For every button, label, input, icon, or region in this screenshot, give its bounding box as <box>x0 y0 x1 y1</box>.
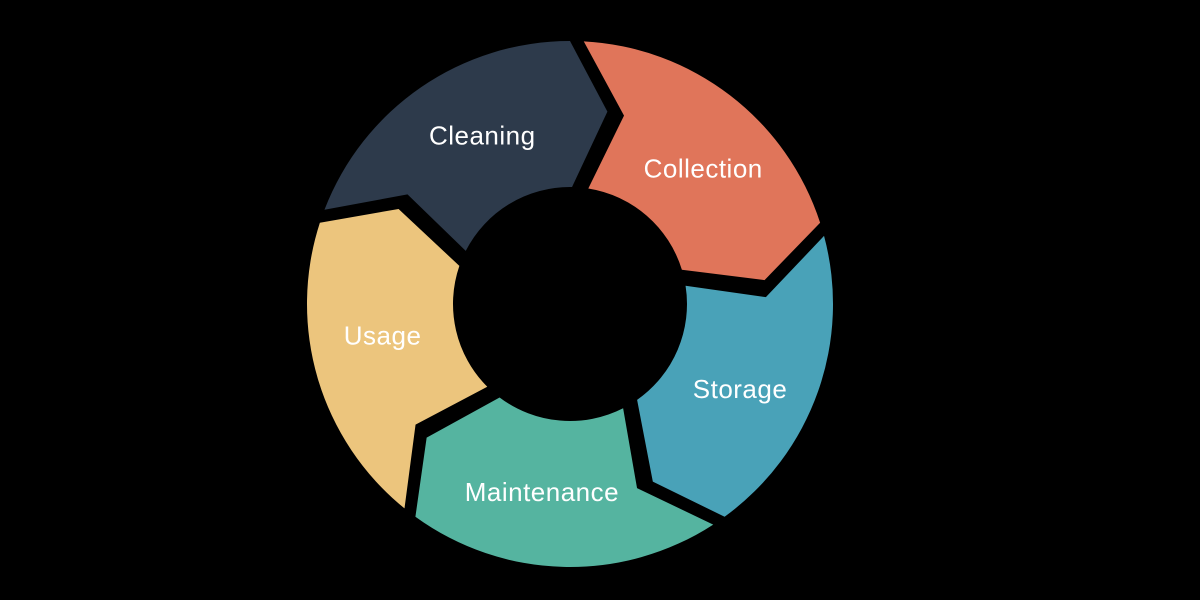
segment-maintenance-arrow <box>415 397 714 567</box>
segment-maintenance-label: Maintenance <box>465 477 619 507</box>
segment-storage-label: Storage <box>693 374 788 404</box>
segment-storage: Storage <box>637 235 834 517</box>
segment-collection-label: Collection <box>644 153 763 183</box>
segment-usage-arrow <box>306 208 488 509</box>
segment-cleaning-arrow <box>324 41 608 251</box>
segment-collection-arrow <box>583 41 821 281</box>
segment-cleaning-label: Cleaning <box>429 120 536 150</box>
segment-maintenance: Maintenance <box>415 397 714 567</box>
segment-usage-label: Usage <box>344 320 422 350</box>
segment-collection: Collection <box>583 41 821 281</box>
segment-usage: Usage <box>306 208 488 509</box>
segment-cleaning: Cleaning <box>324 41 608 251</box>
segment-storage-arrow <box>637 235 834 517</box>
